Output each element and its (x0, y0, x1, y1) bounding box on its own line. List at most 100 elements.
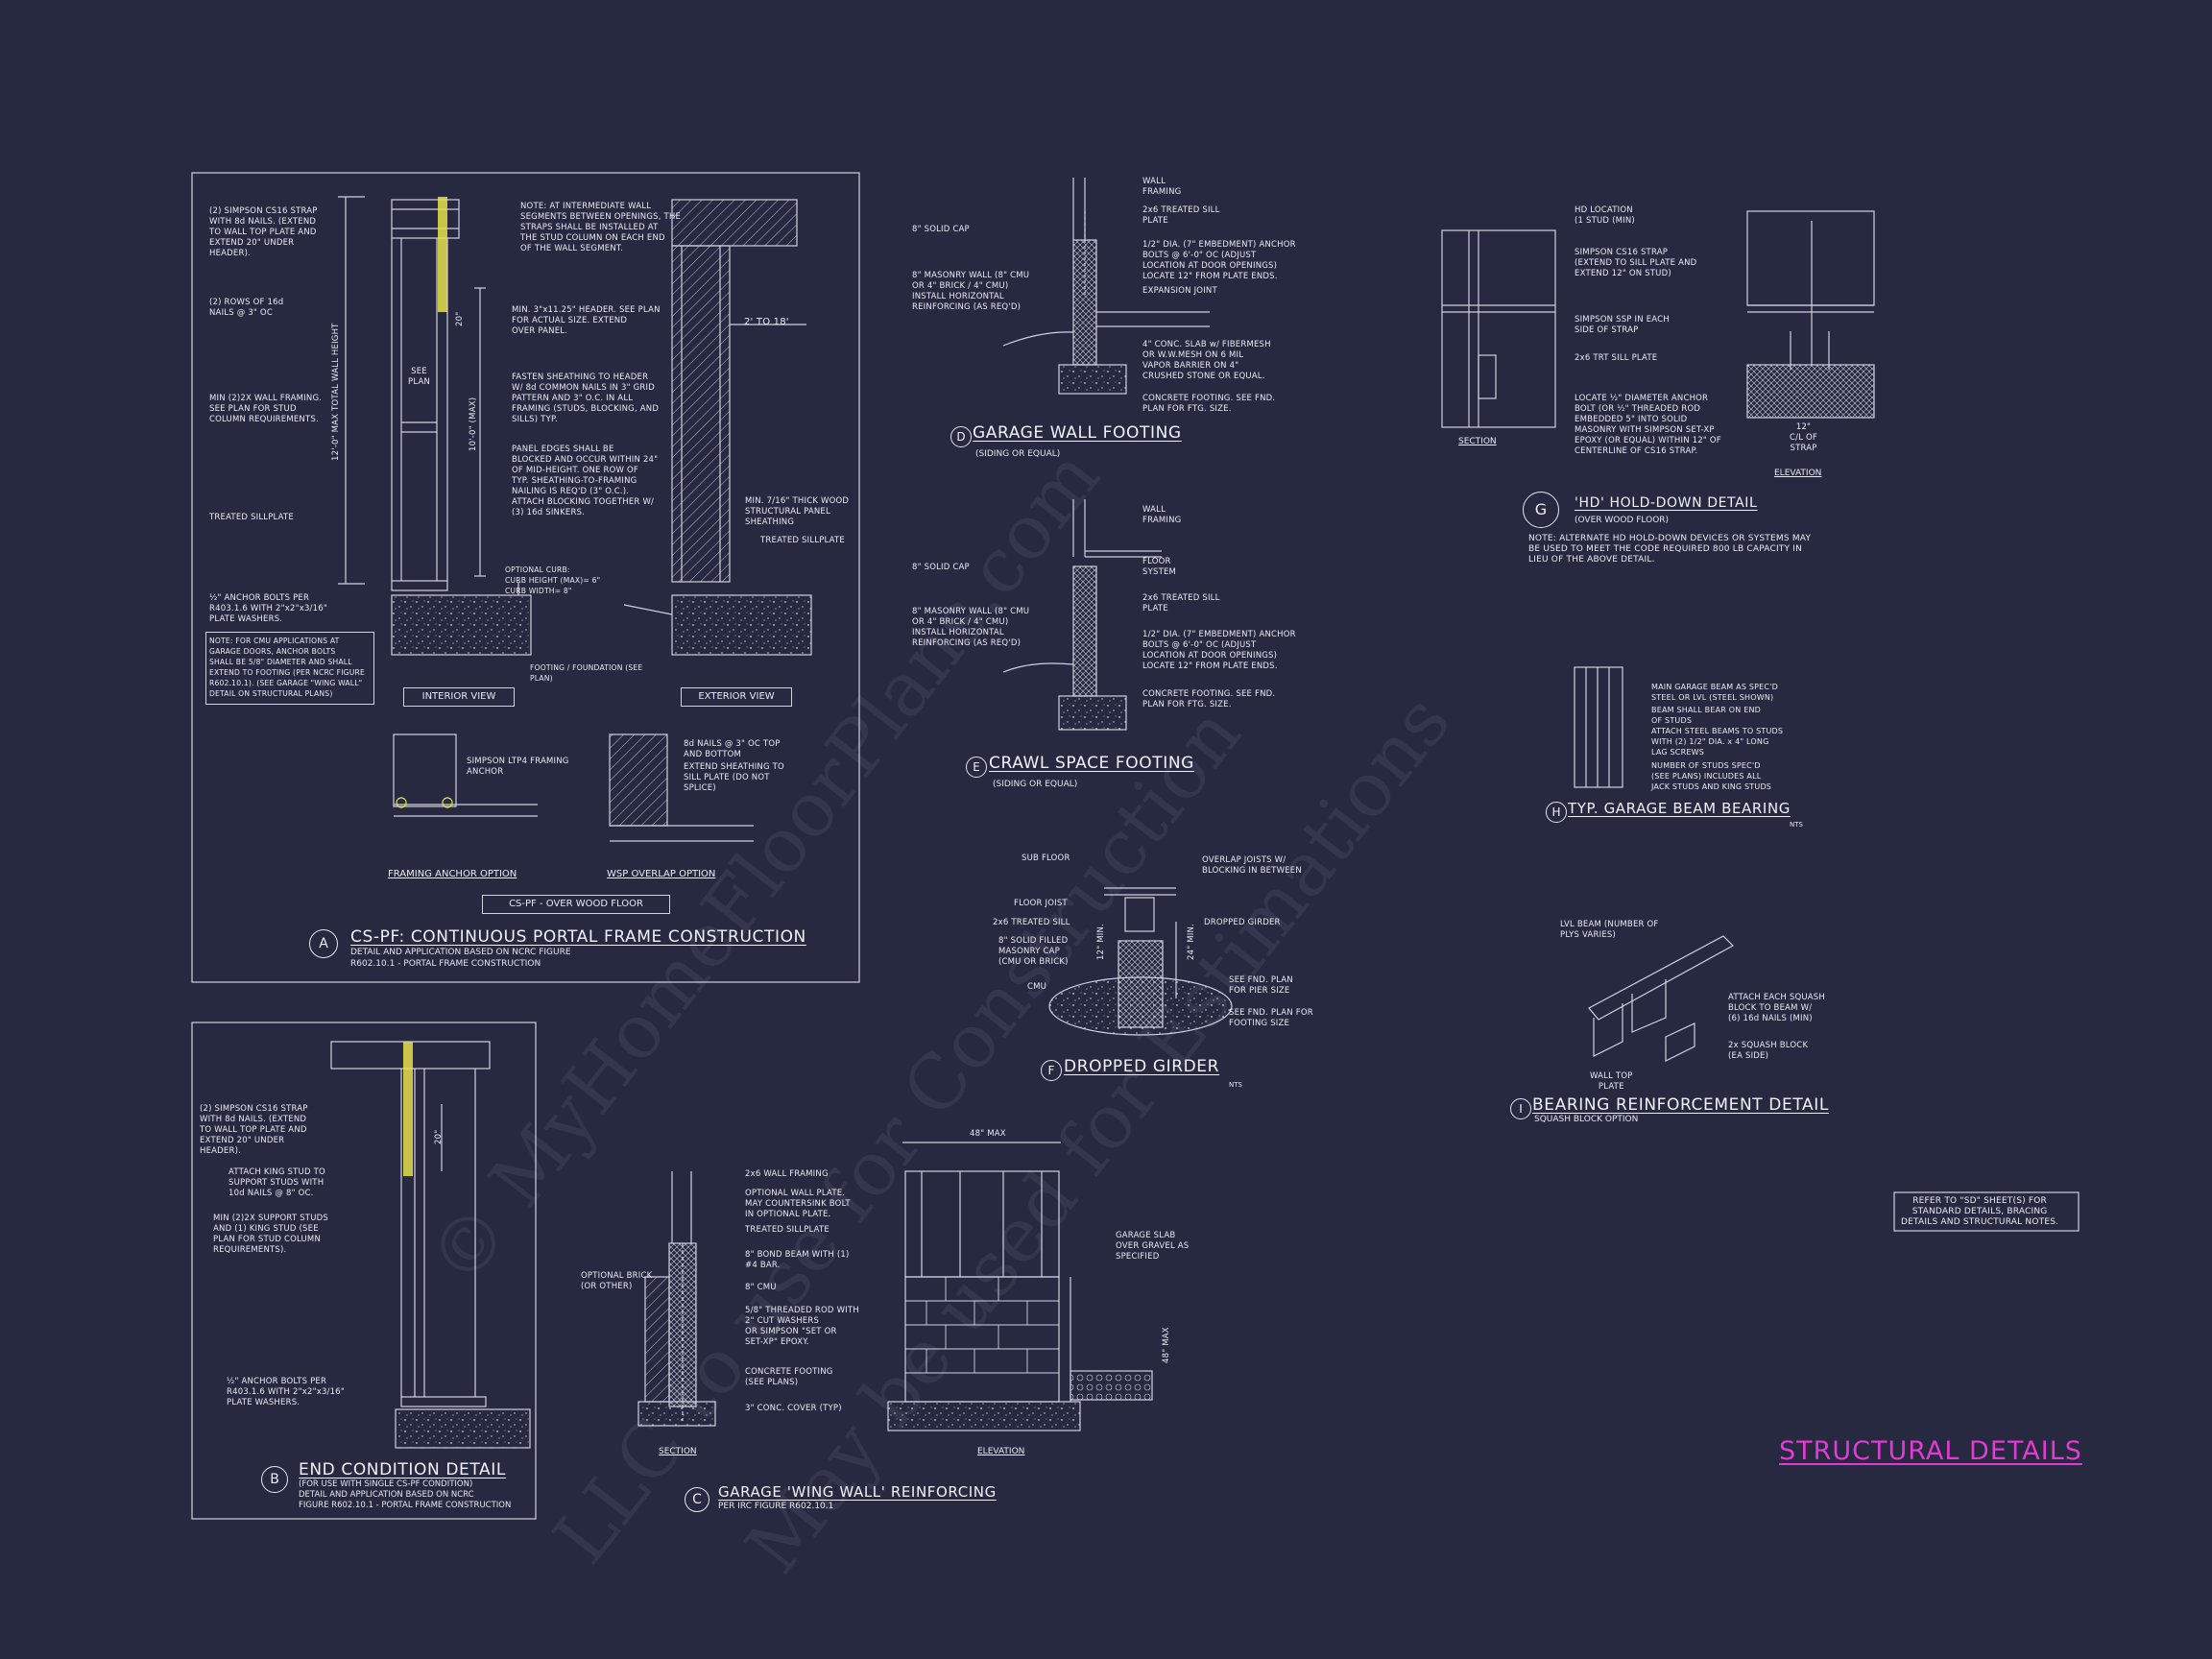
a-note-ltp4: SIMPSON LTP4 FRAMING ANCHOR (467, 757, 569, 777)
e-detail-subtitle: (SIDING OR EQUAL) (993, 780, 1078, 789)
d-note-masonry: 8" MASONRY WALL (8" CMU OR 4" BRICK / 4"… (912, 271, 1030, 312)
i-note-top: WALL TOP PLATE (1590, 1071, 1633, 1092)
a-interior-view-label: INTERIOR VIEW (403, 687, 515, 707)
a-detail-subtitle: DETAIL AND APPLICATION BASED ON NCRC FIG… (350, 948, 571, 969)
d-note-footing: CONCRETE FOOTING. SEE FND. PLAN FOR FTG.… (1142, 394, 1276, 414)
a-note-fasten: FASTEN SHEATHING TO HEADER W/ 8d COMMON … (512, 373, 660, 424)
f-note-sill: 2x6 TREATED SILL (993, 918, 1070, 927)
d-note-wall: WALL FRAMING (1142, 177, 1182, 197)
i-note-block: 2x SQUASH BLOCK (EA SIDE) (1728, 1041, 1809, 1061)
a-wsp-overlap-option: WSP OVERLAP OPTION (607, 869, 716, 879)
g-note: NOTE: ALTERNATE HD HOLD-DOWN DEVICES OR … (1528, 534, 1812, 565)
i-note-attach: ATTACH EACH SQUASH BLOCK TO BEAM W/ (6) … (1728, 993, 1825, 1023)
c-elevation-label: ELEVATION (977, 1447, 1025, 1456)
h-detail-tag: H (1546, 802, 1567, 823)
f-note-pier: SEE FND. PLAN FOR PIER SIZE (1229, 975, 1293, 996)
a-note-cmu: NOTE: FOR CMU APPLICATIONS AT GARAGE DOO… (209, 637, 366, 698)
a-detail-title: CS-PF: CONTINUOUS PORTAL FRAME CONSTRUCT… (350, 927, 806, 947)
d-note-joint: EXPANSION JOINT (1142, 286, 1217, 296)
f-note-joist: FLOOR JOIST (1014, 899, 1068, 908)
i-note-lvl: LVL BEAM (NUMBER OF PLYS VARIES) (1560, 920, 1659, 940)
d-note-cap: 8" SOLID CAP (912, 225, 970, 234)
e-note-cap: 8" SOLID CAP (912, 563, 970, 572)
a-note-footing: FOOTING / FOUNDATION (SEE PLAN) (530, 663, 643, 683)
f-dim-12: 12" MIN. (1096, 924, 1106, 960)
e-detail-tag: E (966, 757, 987, 778)
g-dim-12: 12" C/L OF STRAP (1790, 422, 1818, 453)
a-note-extend: EXTEND SHEATHING TO SILL PLATE (DO NOT S… (684, 762, 784, 793)
a-dim-2to18: 2' TO 18' (744, 317, 789, 327)
g-elevation-label: ELEVATION (1774, 469, 1822, 478)
d-detail-tag: D (950, 426, 972, 447)
d-note-sill: 2x6 TREATED SILL PLATE (1142, 205, 1220, 226)
a-note-strap: (2) SIMPSON CS16 STRAP WITH 8d NAILS. (E… (209, 206, 318, 258)
a-cmu-note-box (205, 632, 374, 705)
a-note-nails: (2) ROWS OF 16d NAILS @ 3" OC (209, 298, 284, 318)
g-note-strap: SIMPSON CS16 STRAP (EXTEND TO SILL PLATE… (1575, 248, 1697, 278)
g-note-hd: HD LOCATION (1 STUD (MIN) (1575, 205, 1635, 226)
c-dim-48-vertical: 48" MAX (1162, 1327, 1171, 1363)
c-note-plate: OPTIONAL WALL PLATE. MAY COUNTERSINK BOL… (745, 1189, 851, 1219)
f-dim-24: 24" MIN. (1187, 924, 1196, 960)
i-detail-subtitle: SQUASH BLOCK OPTION (1534, 1115, 1639, 1124)
refer-note: REFER TO "SD" SHEET(S) FOR STANDARD DETA… (1901, 1196, 2059, 1227)
c-section-label: SECTION (659, 1447, 697, 1456)
a-cs-pf-box: CS-PF - OVER WOOD FLOOR (482, 895, 670, 914)
c-note-cmu: 8" CMU (745, 1283, 777, 1292)
h-note-studs: NUMBER OF STUDS SPEC'D (SEE PLANS) INCLU… (1651, 761, 1772, 791)
g-detail-subtitle: (OVER WOOD FLOOR) (1575, 516, 1670, 525)
c-note-cover: 3" CONC. COVER (TYP) (745, 1404, 842, 1413)
e-detail-title: CRAWL SPACE FOOTING (989, 754, 1194, 773)
e-note-sill: 2x6 TREATED SILL PLATE (1142, 593, 1220, 613)
a-dim-max: 10'-0" (MAX) (469, 397, 478, 451)
f-note-footing: SEE FND. PLAN FOR FOOTING SIZE (1229, 1008, 1313, 1028)
b-detail-subtitle: (FOR USE WITH SINGLE CS-PF CONDITION) DE… (299, 1479, 512, 1510)
c-dim-48: 48" MAX (970, 1129, 1006, 1139)
a-framing-anchor-option: FRAMING ANCHOR OPTION (388, 869, 517, 879)
e-note-wall: WALL FRAMING (1142, 505, 1182, 525)
f-detail-nts: NTS (1229, 1081, 1242, 1089)
a-see-plan: SEE PLAN (408, 367, 431, 387)
i-detail-title: BEARING REINFORCEMENT DETAIL (1532, 1095, 1829, 1115)
a-note-sill-ext: TREATED SILLPLATE (760, 536, 845, 545)
g-note-ssp: SIMPSON SSP IN EACH SIDE OF STRAP (1575, 315, 1670, 335)
b-dim-20: 20" (434, 1129, 444, 1144)
c-detail-title: GARAGE 'WING WALL' REINFORCING (718, 1483, 997, 1501)
g-section-label: SECTION (1458, 437, 1497, 446)
g-detail-title: 'HD' HOLD-DOWN DETAIL (1575, 495, 1758, 511)
b-note-strap: (2) SIMPSON CS16 STRAP WITH 8d NAILS. (E… (200, 1104, 308, 1156)
f-detail-tag: F (1041, 1060, 1062, 1081)
g-note-anchor: LOCATE ½" DIAMETER ANCHOR BOLT (OR ½" TH… (1575, 394, 1721, 456)
c-detail-subtitle: PER IRC FIGURE R602.10.1 (718, 1502, 834, 1511)
watermark-line-2: LLC to use for Construction (538, 691, 1259, 1580)
e-note-masonry: 8" MASONRY WALL (8" CMU OR 4" BRICK / 4"… (912, 607, 1030, 648)
d-note-bolts: 1/2" DIA. (7" EMBEDMENT) ANCHOR BOLTS @ … (1142, 240, 1296, 281)
c-detail-tag: C (685, 1487, 709, 1512)
sheet-title: STRUCTURAL DETAILS (1779, 1436, 2082, 1466)
watermark-line-3: May be used for Estimations (730, 679, 1468, 1590)
b-detail-tag: B (261, 1466, 288, 1493)
a-detail-tag: A (309, 929, 338, 958)
a-note-framing: MIN (2)2X WALL FRAMING. SEE PLAN FOR STU… (209, 394, 323, 424)
d-detail-title: GARAGE WALL FOOTING (973, 423, 1182, 443)
c-note-bond: 8" BOND BEAM WITH (1) #4 BAR. (745, 1250, 850, 1270)
c-note-sill: TREATED SILLPLATE (745, 1225, 830, 1235)
a-note-curb: OPTIONAL CURB: CURB HEIGHT (MAX)= 6" CUR… (505, 565, 601, 595)
a-dim-20: 20" (455, 311, 465, 326)
h-detail-nts: NTS (1790, 821, 1803, 829)
i-detail-tag: I (1510, 1098, 1531, 1119)
b-note-anchor: ½" ANCHOR BOLTS PER R403.1.6 WITH 2"x2"x… (227, 1377, 345, 1407)
a-note-sheathing: MIN. 7/16" THICK WOOD STRUCTURAL PANEL S… (745, 496, 850, 527)
a-exterior-view-label: EXTERIOR VIEW (681, 687, 792, 707)
a-note-anchor: ½" ANCHOR BOLTS PER R403.1.6 WITH 2"x2"x… (209, 593, 327, 624)
c-note-rod: 5/8" THREADED ROD WITH 2" CUT WASHERS OR… (745, 1306, 859, 1347)
b-detail-title: END CONDITION DETAIL (299, 1460, 506, 1479)
h-note-attach: ATTACH STEEL BEAMS TO STUDS WITH (2) 1/2… (1651, 727, 1784, 757)
a-dim-total: 12'-0" MAX TOTAL WALL HEIGHT (331, 323, 341, 461)
e-note-floor: FLOOR SYSTEM (1142, 557, 1177, 577)
c-note-slab: GARAGE SLAB OVER GRAVEL AS SPECIFIED (1116, 1231, 1190, 1262)
d-detail-subtitle: (SIDING OR EQUAL) (975, 449, 1061, 459)
a-note-header: MIN. 3"x11.25" HEADER. SEE PLAN FOR ACTU… (512, 305, 661, 336)
e-note-bolts: 1/2" DIA. (7" EMBEDMENT) ANCHOR BOLTS @ … (1142, 630, 1296, 671)
